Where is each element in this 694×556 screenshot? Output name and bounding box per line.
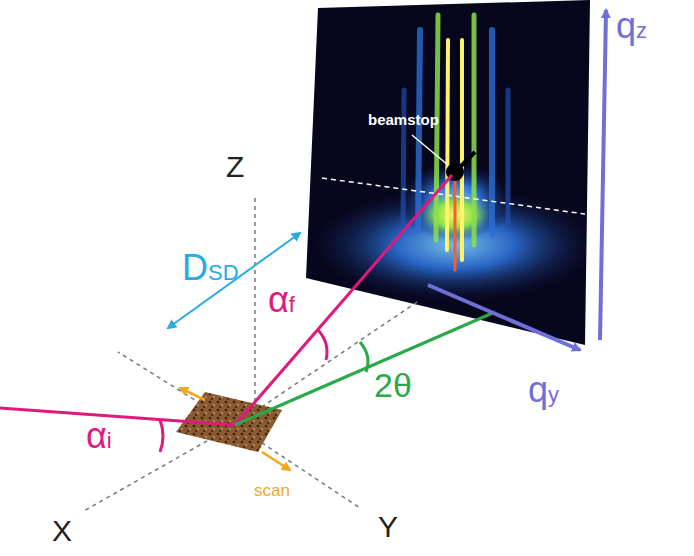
- scan-arrow: [180, 388, 205, 400]
- axis-label: qz: [616, 8, 647, 44]
- axis-label: X: [52, 516, 72, 546]
- in-plane-line: [235, 312, 495, 425]
- alpha-f-arc: [318, 330, 327, 360]
- angle-label: αf: [268, 282, 295, 318]
- distance-arrow: [168, 233, 300, 328]
- alpha-i-arc: [160, 420, 163, 452]
- distance-label: DSD: [182, 250, 239, 286]
- callout-label: scan: [254, 482, 290, 499]
- axis-lines: [82, 198, 420, 512]
- qy-arrow: [428, 285, 580, 350]
- qz-arrow: [600, 10, 606, 340]
- callout-label: beamstop: [368, 112, 439, 127]
- exit-beam: [235, 175, 452, 425]
- angle-label: αi: [86, 418, 112, 454]
- two-theta-arc: [360, 342, 368, 372]
- angle-label: 2θ: [374, 368, 412, 402]
- axis-label: Z: [226, 152, 244, 182]
- axis-label: qy: [528, 372, 559, 408]
- axis-label: Y: [378, 512, 398, 542]
- incident-beam: [0, 408, 235, 425]
- scan-arrow: [262, 452, 290, 470]
